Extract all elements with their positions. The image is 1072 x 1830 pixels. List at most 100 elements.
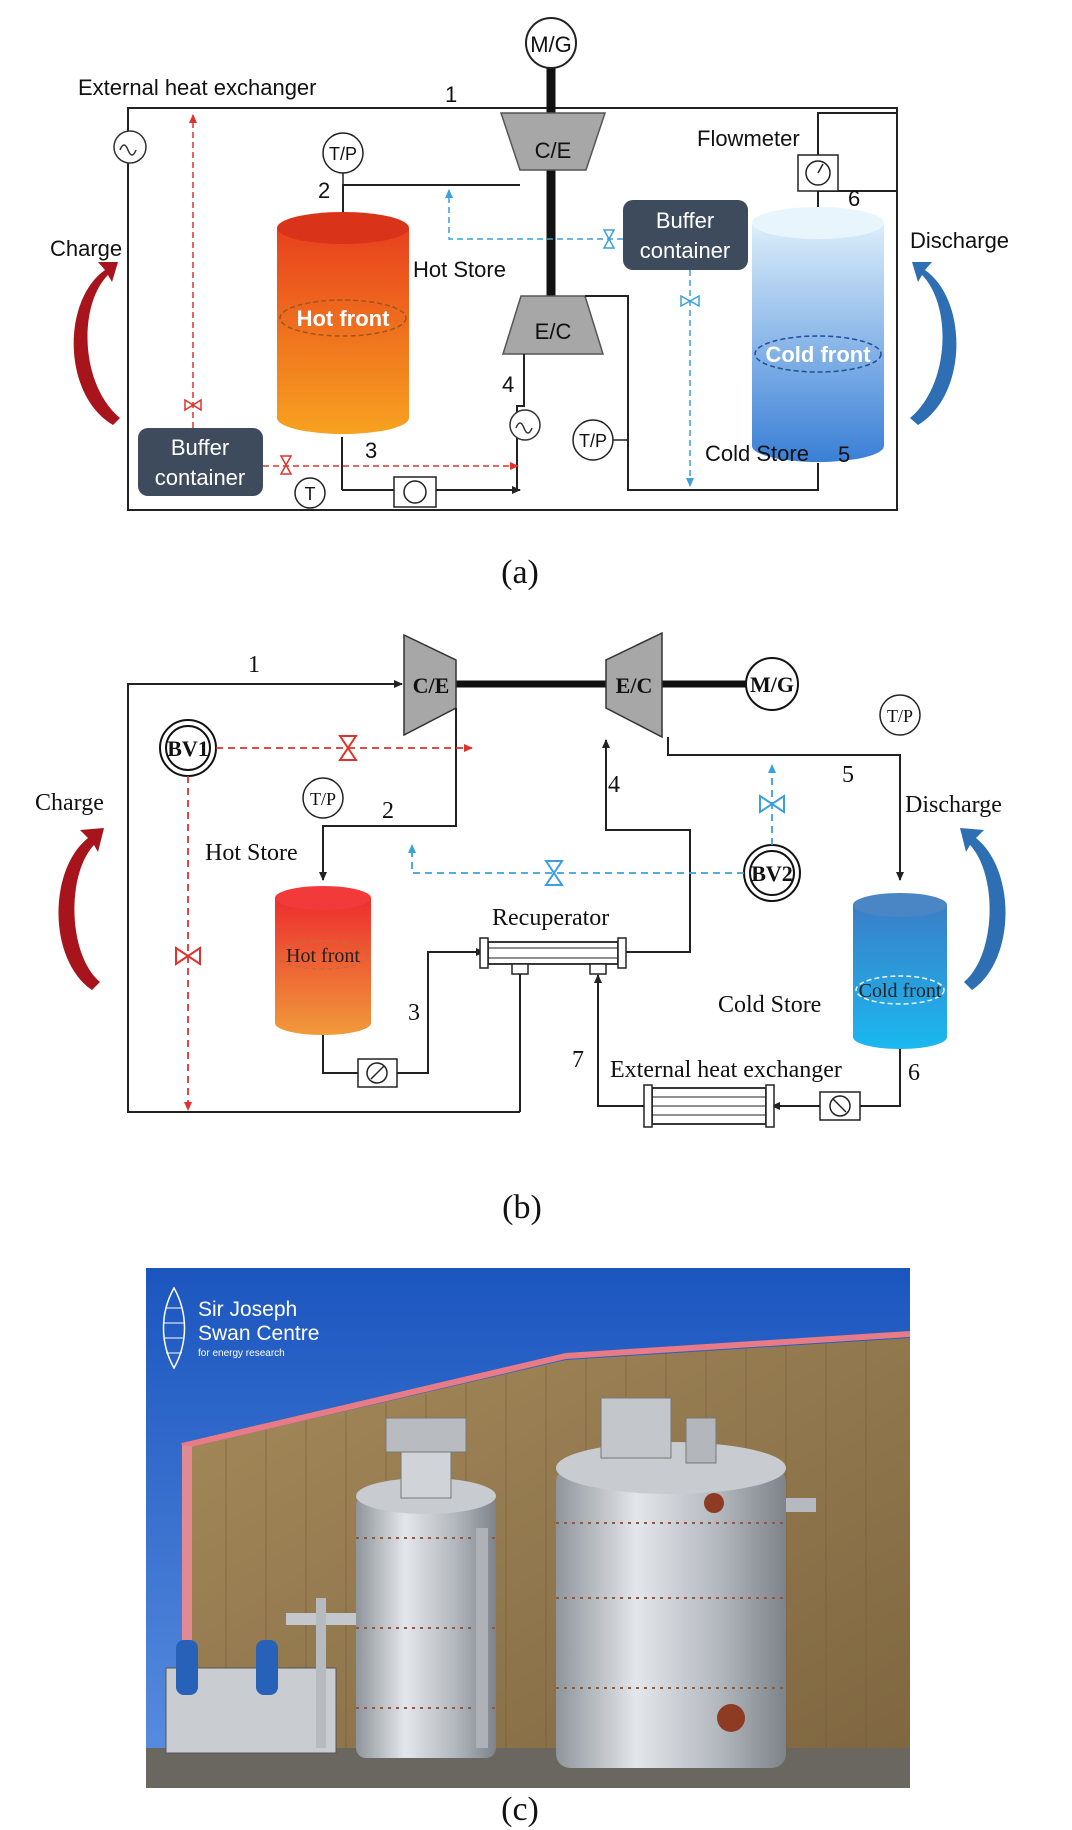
buffer-right-line2-a: container (640, 238, 731, 263)
t-sensor-label-a: T (305, 484, 316, 504)
external-hx-cap-left-b (643, 1084, 653, 1128)
pipe-6-b (860, 1040, 901, 1107)
building-roof-edge (181, 1331, 910, 1449)
flowmeter-label-a: Flowmeter (697, 126, 800, 151)
valve-red-v-a (184, 398, 202, 412)
logo-line3: for energy research (198, 1348, 285, 1359)
large-tank-valve (685, 1417, 717, 1464)
pipe-rack-2 (316, 1598, 326, 1748)
caption-c: (c) (501, 1791, 539, 1828)
motor-generator-b (745, 657, 799, 711)
logo-line2: Swan Centre (198, 1322, 319, 1345)
hot-front-ring-b (277, 940, 369, 970)
pipe-3-b (322, 1031, 358, 1074)
hot-front-ring-a (279, 299, 407, 337)
pipe-3b-b (397, 948, 485, 1074)
hot-store-tank-a (277, 228, 409, 434)
discharge-arrow-b (960, 828, 1006, 990)
buffer-container-right-a (623, 200, 748, 270)
cold-store-tank-a (752, 223, 884, 462)
charge-label-a: Charge (50, 236, 122, 261)
charge-arrow-b (58, 828, 104, 990)
hot-store-top-b (275, 886, 371, 910)
buffer-left-line2-a: container (155, 465, 246, 490)
right-pipe-stub (786, 1498, 816, 1512)
cold-store-top-b (853, 893, 947, 917)
cold-front-ring-b (855, 975, 945, 1005)
pipe-2-a (342, 184, 520, 212)
buffer-container-left-a (138, 428, 263, 496)
expander-compressor-label-b: E/C (616, 673, 653, 698)
internal-hx-wave-a (515, 422, 533, 434)
charge-label-b: Charge (35, 790, 104, 816)
flowmeter-bottom-gauge-a (403, 480, 427, 504)
recuperator-flange-left-b (479, 937, 489, 969)
panel-a: M/G C/E E/C Flowmeter External heat exch… (50, 17, 1009, 591)
flowmeter-hot-needle-b (370, 1065, 385, 1080)
tp-sensor-hot-label-b: T/P (310, 789, 336, 809)
recuperator-label-b: Recuperator (492, 905, 609, 931)
point-5-a: 5 (838, 442, 850, 467)
expander-compressor-label-a: E/C (535, 319, 572, 344)
point-4-a: 4 (502, 372, 514, 397)
external-hx-symbol-a (113, 130, 147, 164)
discharge-label-a: Discharge (910, 228, 1009, 253)
discharge-label-b: Discharge (905, 792, 1002, 818)
compressor-expander-label-b: C/E (413, 673, 450, 698)
point-1-a: 1 (445, 82, 457, 107)
charge-arrow-a (73, 262, 120, 425)
swan-centre-logo: Sir Joseph Swan Centre for energy resear… (162, 1286, 319, 1370)
cold-store-tank-b (853, 905, 947, 1049)
cold-store-label-a: Cold Store (705, 441, 809, 466)
point-4-b: 4 (608, 772, 620, 798)
point-3-a: 3 (365, 438, 377, 463)
facility-photo: Sir Joseph Swan Centre for energy resear… (146, 1268, 910, 1788)
valve-red-h-b (338, 735, 358, 761)
small-tank-neck (400, 1447, 452, 1499)
cold-front-label-b: Cold front (859, 980, 942, 1002)
tp-sensor-cold-b (879, 694, 921, 736)
dashed-blue-h-b (408, 844, 744, 874)
point-3-b: 3 (408, 1000, 420, 1026)
point-1-b: 1 (248, 652, 260, 678)
logo-mark-lines (164, 1307, 184, 1354)
external-hx-cap-right-b (765, 1084, 775, 1128)
valve-blue-h-a (602, 229, 616, 249)
cold-front-label-a: Cold front (765, 342, 871, 367)
rust-flange-2 (717, 1704, 745, 1732)
recuperator-port-b (511, 963, 529, 975)
tp-sensor-cold-label-b: T/P (887, 706, 913, 726)
caption-a: (a) (501, 554, 539, 591)
blue-vessel-1 (176, 1640, 198, 1695)
outer-loop-a (127, 107, 898, 511)
recuperator-b (487, 941, 619, 965)
external-hx-label-b: External heat exchanger (610, 1057, 842, 1083)
caption-b: (b) (502, 1189, 542, 1226)
compressor-expander-a (499, 112, 607, 171)
compressor-expander-label-a: C/E (535, 138, 572, 163)
external-hx-label-a: External heat exchanger (78, 75, 317, 100)
pipe-5-a (585, 295, 819, 491)
valve-red-v-b (175, 946, 201, 966)
tp-sensor-hot-label-a: T/P (329, 144, 357, 164)
large-tank-head (600, 1397, 672, 1459)
point-2-a: 2 (318, 178, 330, 203)
pipe-2-b (319, 708, 457, 881)
discharge-arrow-a (910, 262, 957, 425)
pipe-4-b (602, 739, 691, 953)
bv1-inner-b (165, 725, 211, 771)
hot-store-label-a: Hot Store (413, 257, 506, 282)
point-2-b: 2 (382, 798, 394, 824)
internal-hx-symbol-a (509, 409, 541, 441)
bv2-inner-b (749, 850, 795, 896)
point-5-b: 5 (842, 762, 854, 788)
flowmeter-needle-a (817, 163, 824, 174)
bv1-label-b: BV1 (167, 736, 209, 761)
motor-generator-label-b: M/G (750, 672, 794, 697)
pipe-6b-a (817, 112, 897, 168)
panel-b: C/E E/C M/G Recuperator (35, 631, 1006, 1226)
motor-generator-label-a: M/G (530, 32, 572, 57)
blue-vessel-2 (256, 1640, 278, 1695)
hot-front-label-b: Hot front (286, 945, 360, 967)
hot-store-top-a (277, 212, 409, 244)
